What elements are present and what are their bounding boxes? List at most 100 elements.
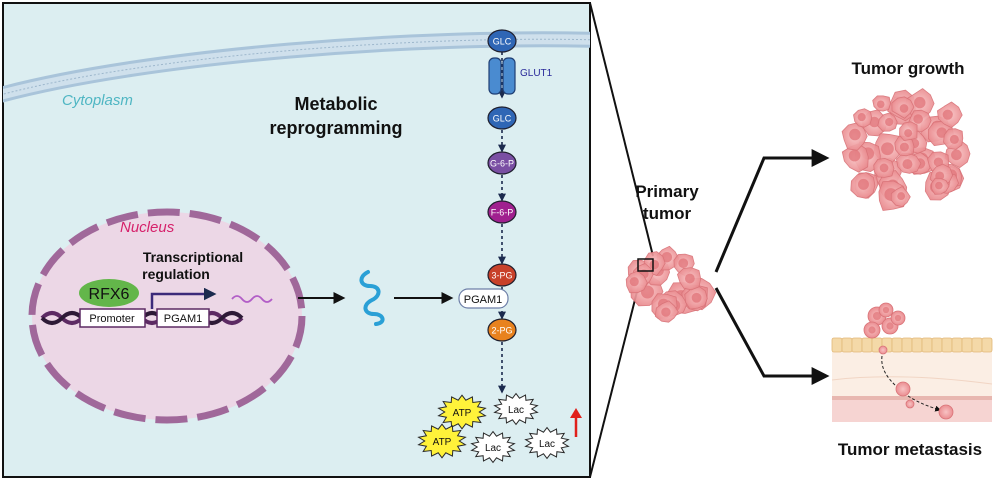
- cell-nucleus: [649, 259, 660, 270]
- cell-nucleus: [857, 113, 866, 122]
- cell-nucleus: [678, 258, 689, 269]
- tumor-metastasis-title: Tumor metastasis: [838, 440, 982, 459]
- metabolite-label: 2-PG: [491, 326, 512, 336]
- metabolite-label: 3-PG: [491, 271, 512, 281]
- epithelial-cell: [831, 337, 843, 353]
- cell-nucleus: [942, 109, 953, 120]
- atp-label: ATP: [433, 437, 452, 448]
- increase-arrow-head: [570, 408, 582, 418]
- lactate-burst: [524, 426, 570, 460]
- migrating-cell: [938, 404, 954, 420]
- pgam1-enzyme-box: [458, 288, 509, 309]
- cell-nucleus: [857, 178, 869, 190]
- metastasis-cells: [863, 302, 954, 420]
- atp-burst: [437, 394, 487, 430]
- primary-tumor-label-1: Primary: [635, 182, 699, 201]
- metabolite-node: [487, 29, 517, 53]
- migrating-cell: [905, 399, 915, 409]
- cell-nucleus: [868, 326, 876, 334]
- cell-nucleus: [849, 128, 861, 141]
- cell-nucleus: [876, 100, 885, 109]
- transcriptional-label-2: regulation: [142, 266, 210, 282]
- metabolite-node: [487, 151, 517, 175]
- zoom-line-top: [589, 2, 654, 257]
- glut1-transporter: [488, 57, 516, 95]
- cell-nucleus: [882, 306, 890, 314]
- cell-nucleus: [913, 114, 923, 124]
- cell-nucleus: [951, 149, 962, 161]
- cell-nucleus: [685, 273, 695, 284]
- cell-nucleus: [629, 277, 639, 287]
- metabolic-title-1: Metabolic: [294, 94, 377, 114]
- metabolite-label: GLC: [493, 114, 512, 124]
- rfx6-protein: [79, 279, 139, 307]
- promoter-box: [79, 308, 146, 328]
- metabolite-node: [487, 106, 517, 130]
- metabolite-label: F-6-P: [491, 208, 514, 218]
- pgam1-enzyme-label: PGAM1: [464, 294, 503, 306]
- metastasis-vessel: [831, 337, 993, 422]
- glycolysis-pathway: GLC GLC G-6-P F-6-P 3-PG 2-PG: [487, 29, 517, 394]
- nucleus-label: Nucleus: [120, 219, 175, 236]
- cytoplasm-label: Cytoplasm: [62, 92, 133, 109]
- lactate-label: Lac: [539, 439, 555, 450]
- cell-nucleus: [894, 314, 902, 322]
- epithelial-cell: [961, 337, 973, 353]
- lactate-burst: [470, 430, 516, 464]
- migrating-cell: [895, 381, 911, 397]
- cell-nucleus: [885, 117, 894, 127]
- pgam1-gene-box: [156, 308, 210, 328]
- cell-nucleus: [899, 142, 909, 152]
- epithelial-cell: [941, 337, 953, 353]
- epithelial-cell: [921, 337, 933, 353]
- cell-nucleus: [879, 163, 889, 173]
- cell-nucleus: [904, 129, 913, 138]
- epithelial-cell: [841, 337, 853, 353]
- epithelial-cell: [901, 337, 913, 353]
- cell-nucleus: [902, 159, 913, 170]
- promoter-label: Promoter: [89, 313, 135, 325]
- transcriptional-label-1: Transcriptional: [143, 249, 243, 265]
- cell-nucleus: [899, 104, 909, 113]
- atp-burst: [417, 423, 467, 459]
- epithelial-cell: [971, 337, 983, 353]
- epithelial-cell: [861, 337, 873, 353]
- cell-nucleus: [848, 149, 861, 162]
- lactate-burst: [493, 392, 539, 426]
- zoom-box: [637, 258, 654, 272]
- metabolic-title-2: reprogramming: [269, 118, 402, 138]
- migrating-cell: [878, 345, 888, 355]
- metabolite-label: G-6-P: [490, 159, 514, 169]
- zoom-line-bottom: [589, 271, 643, 478]
- metabolite-node: [487, 263, 517, 287]
- rfx6-label: RFX6: [89, 286, 130, 303]
- cell-membrane: [3, 31, 590, 103]
- epithelial-cell: [951, 337, 963, 353]
- epithelial-cell: [911, 337, 923, 353]
- tumor-growth-cluster: [841, 88, 971, 211]
- lactate-label: Lac: [485, 443, 501, 454]
- cell-nucleus: [881, 142, 894, 156]
- pgam1-gene-label: PGAM1: [164, 313, 203, 325]
- transcription-start-arrow: [150, 287, 217, 309]
- epithelial-cell: [851, 337, 863, 353]
- cell-nucleus: [935, 181, 943, 190]
- pgam1-protein-icon: [359, 270, 385, 326]
- mrna-squiggle: [231, 295, 273, 303]
- primary-tumor-cluster: [625, 245, 717, 323]
- cell-nucleus: [691, 292, 702, 303]
- metabolite-node: [487, 318, 517, 342]
- cell-nucleus: [949, 134, 959, 144]
- epithelial-cell: [931, 337, 943, 353]
- metabolite-label: GLC: [493, 37, 512, 47]
- primary-tumor-label-2: tumor: [643, 204, 692, 223]
- atp-label: ATP: [453, 408, 472, 419]
- epithelial-cell: [891, 337, 903, 353]
- cell-nucleus: [661, 307, 671, 317]
- cell-nucleus: [872, 311, 882, 321]
- cell-nucleus: [897, 192, 906, 201]
- cell-nucleus: [886, 322, 894, 330]
